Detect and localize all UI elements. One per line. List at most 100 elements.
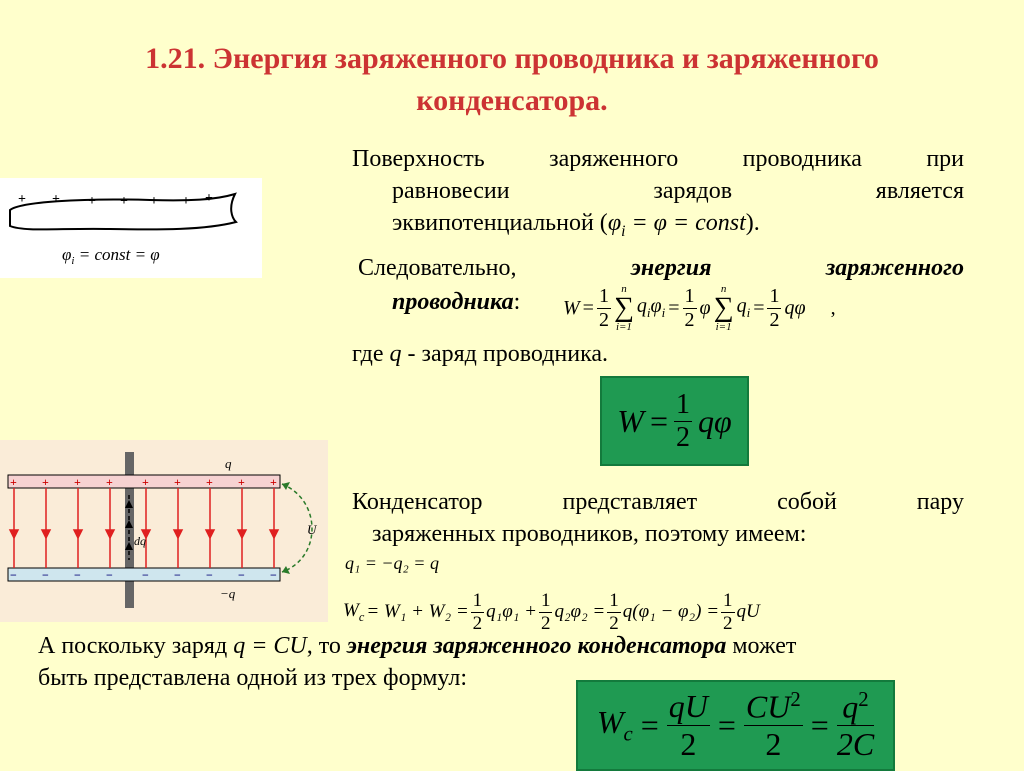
b1-qphi: qφ bbox=[698, 402, 732, 439]
para1-text: эквипотенциальной ( bbox=[392, 210, 608, 236]
cap-minus: − bbox=[10, 568, 17, 582]
cap-plus: + bbox=[42, 475, 49, 489]
para5-line1: А поскольку заряд q = CU, то энергия зар… bbox=[38, 630, 978, 662]
b1-W: W bbox=[617, 402, 644, 439]
capacitor-diagram: dq + + + + + + + + + − − − − − − − − − q… bbox=[7, 452, 318, 608]
plus-2: + bbox=[52, 192, 60, 207]
cap-minus: − bbox=[174, 568, 181, 582]
cap-plus: + bbox=[174, 475, 181, 489]
w-p4: q(φ₁ − φ₂) = bbox=[622, 601, 720, 622]
para1-line1: Поверхность заряженного проводника при bbox=[352, 143, 964, 175]
paragraph-three-formulas: А поскольку заряд q = CU, то энергия зар… bbox=[38, 630, 978, 694]
p3-q: q bbox=[389, 341, 402, 367]
p5-bold: энергия заряженного конденсатора bbox=[346, 633, 727, 659]
energy-word: энергия bbox=[630, 255, 712, 281]
phi-symbol: φ bbox=[607, 210, 622, 236]
title-line-1: 1.21. Энергия заряженного проводника и з… bbox=[145, 42, 879, 75]
word: заряженного bbox=[549, 146, 679, 172]
phi-const: = φ = const bbox=[625, 210, 746, 236]
word: при bbox=[926, 146, 964, 172]
plus-6: + bbox=[182, 194, 190, 209]
f-eq3: = bbox=[753, 296, 765, 319]
f-sum: n ∑ i=1 bbox=[613, 283, 634, 333]
b2-eq1: = bbox=[640, 707, 659, 743]
f-eq2: = bbox=[668, 296, 680, 319]
w-p1: = W₁ + W₂ = bbox=[366, 601, 469, 622]
cap-plus: + bbox=[74, 475, 81, 489]
cap-minus: − bbox=[74, 568, 81, 582]
plus-3: + bbox=[88, 194, 96, 209]
cap-minus: − bbox=[238, 568, 245, 582]
p5-pre: А поскольку заряд bbox=[38, 633, 234, 659]
w-p5: qU bbox=[736, 601, 760, 622]
paragraph-capacitor: Конденсатор представляет собой пару заря… bbox=[352, 486, 964, 550]
slide-title: 1.21. Энергия заряженного проводника и з… bbox=[0, 38, 1024, 122]
word: равновесии bbox=[392, 178, 510, 204]
para5-line2: быть представлена одной из трех формул: bbox=[38, 665, 467, 691]
voltage-label: U bbox=[307, 522, 318, 537]
word: проводника bbox=[742, 146, 862, 172]
title-line-2: конденсатора. bbox=[416, 84, 608, 117]
cap-minus: − bbox=[142, 568, 149, 582]
f-comma: , bbox=[830, 296, 836, 319]
word: пару bbox=[916, 489, 964, 515]
paragraph-energy: Следовательно, энергия заряженного bbox=[358, 252, 964, 284]
conductor-figure: + + + + + + + φi = const = φ bbox=[0, 178, 262, 278]
para4-line1: Конденсатор представляет собой пару bbox=[352, 486, 964, 518]
plus-7: + bbox=[205, 191, 213, 206]
p5-math: q = CU bbox=[233, 633, 307, 659]
w-p2: q₁φ₁ + bbox=[486, 601, 537, 622]
b2-eq3: = bbox=[810, 707, 829, 743]
para2-line1: Следовательно, энергия заряженного bbox=[358, 252, 964, 284]
f-qphi2: qφ bbox=[784, 296, 806, 319]
p3-pre: где bbox=[352, 341, 390, 367]
f-sum2: n ∑ i=1 bbox=[713, 283, 734, 333]
b1-eq: = bbox=[649, 402, 668, 439]
b2-eq2: = bbox=[717, 707, 736, 743]
para4-line2: заряженных проводников, поэтому имеем: bbox=[372, 521, 807, 547]
cap-plus: + bbox=[238, 475, 245, 489]
colon: : bbox=[513, 289, 521, 315]
word: Поверхность bbox=[352, 146, 485, 172]
conductor-word: проводника bbox=[392, 289, 514, 315]
equipotential-label: φi = const = φ bbox=[62, 245, 160, 267]
w-lhs: Wc bbox=[343, 599, 365, 624]
conductor-diagram: + + + + + + + φi = const = φ bbox=[9, 191, 238, 267]
para2-lead: Следовательно, bbox=[358, 255, 517, 281]
dq-label: dq bbox=[134, 534, 146, 548]
q-top-label: q bbox=[225, 456, 232, 471]
p5-post: может bbox=[726, 633, 797, 659]
w-p3: q₂φ₂ = bbox=[554, 601, 606, 622]
cap-plus: + bbox=[142, 475, 149, 489]
plus-1: + bbox=[18, 192, 26, 207]
cap-plus: + bbox=[10, 475, 17, 489]
para1-line3: эквипотенциальной (φi = φ = const). bbox=[352, 207, 964, 248]
plus-4: + bbox=[120, 194, 128, 209]
p5-mid: , то bbox=[306, 633, 347, 659]
word: собой bbox=[777, 489, 837, 515]
f-qi: qi bbox=[736, 295, 751, 320]
charged-word: заряженного bbox=[825, 255, 964, 281]
q-bottom-label: −q bbox=[220, 586, 236, 601]
cap-minus: − bbox=[270, 568, 277, 582]
word: представляет bbox=[562, 489, 698, 515]
phi-subscript: i bbox=[621, 222, 626, 240]
plus-5: + bbox=[150, 194, 158, 209]
cap-minus: − bbox=[106, 568, 113, 582]
para1-line2: равновесии зарядов является bbox=[352, 175, 964, 207]
f-phi: φ bbox=[699, 296, 711, 319]
word: Конденсатор bbox=[352, 489, 483, 515]
